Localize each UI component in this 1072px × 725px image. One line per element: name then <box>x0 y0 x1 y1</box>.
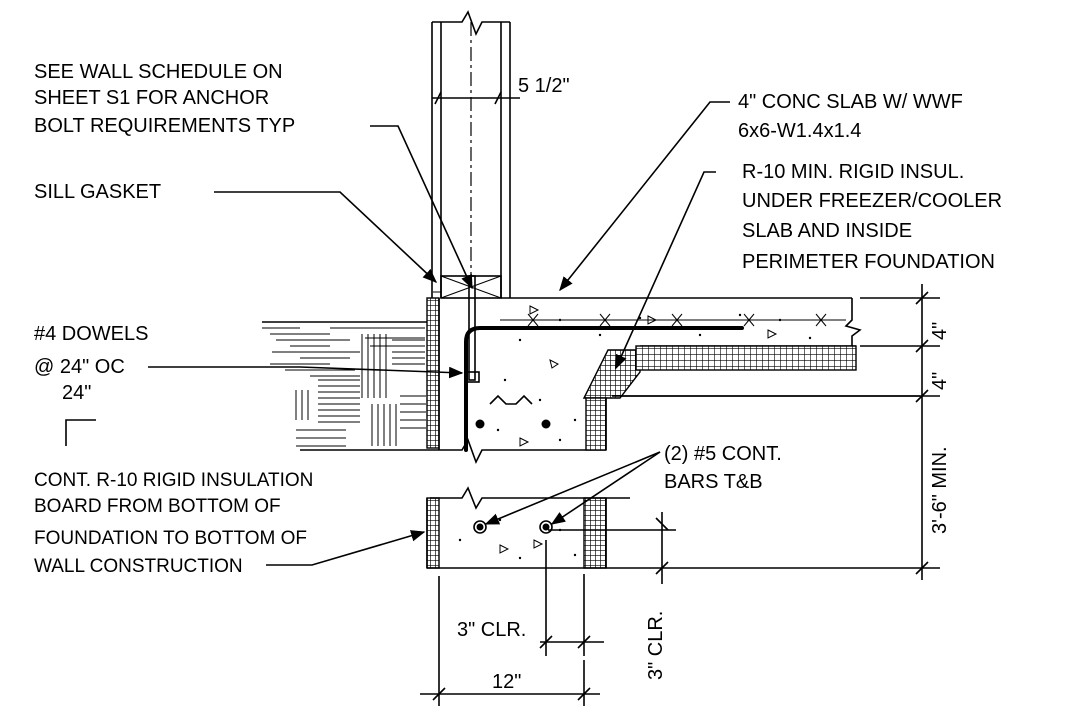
sloped-insulation <box>582 349 641 399</box>
callout-bars: (2) #5 CONT. BARS T&B <box>664 443 782 493</box>
dowel-length: 24" <box>62 382 91 404</box>
dim-wall-width: 5 1/2" <box>518 75 570 97</box>
callout-wall-schedule: SEE WALL SCHEDULE ON SHEET S1 FOR ANCHOR… <box>34 61 295 137</box>
leaders <box>65 101 730 566</box>
insulation-board-line-2: BOARD FROM BOTTOM OF <box>34 496 281 517</box>
dowels-line-1: #4 DOWELS <box>34 323 148 345</box>
callout-insulation-board: CONT. R-10 RIGID INSULATION BOARD FROM B… <box>34 470 313 577</box>
dim-footing-depth: 3'-6" MIN. <box>929 446 951 534</box>
callout-slab: 4" CONC SLAB W/ WWF 6x6-W1.4x1.4 <box>738 91 963 142</box>
dim-bottom-clear: 3" CLR. <box>645 611 667 680</box>
wall <box>431 10 511 299</box>
wall-schedule-line-2: SHEET S1 FOR ANCHOR <box>34 87 269 109</box>
welded-wire-fabric <box>500 313 846 327</box>
rigid-insul-line-2: UNDER FREEZER/COOLER <box>742 190 1002 212</box>
insulation-board-line-3: FOUNDATION TO BOTTOM OF <box>34 528 307 549</box>
callout-sill-gasket: SILL GASKET <box>34 181 161 203</box>
wall-schedule-line-1: SEE WALL SCHEDULE ON <box>34 61 283 83</box>
interior-insulation-footing <box>583 497 607 569</box>
dim-slab-thickness: 4" <box>929 322 951 340</box>
vertical-insulation-inner <box>585 397 607 451</box>
exterior-insulation-upper <box>426 297 440 449</box>
under-slab-insulation <box>635 345 857 371</box>
aggregate-triangles <box>499 305 778 554</box>
slab-line-1: 4" CONC SLAB W/ WWF <box>738 91 963 113</box>
rigid-insul-line-3: SLAB AND INSIDE <box>742 220 912 242</box>
dim-footing-width: 12" <box>492 671 521 693</box>
callout-dowels: #4 DOWELS @ 24" OC <box>34 323 148 378</box>
dowels-line-2: @ 24" OC <box>34 356 125 378</box>
exterior-insulation-lower <box>426 497 440 569</box>
dim-insul-thickness: 4" <box>929 372 951 390</box>
insulation-board-line-4: WALL CONSTRUCTION <box>34 556 243 577</box>
bars-line-1: (2) #5 CONT. <box>664 443 782 465</box>
rigid-insul-line-1: R-10 MIN. RIGID INSUL. <box>742 161 964 183</box>
wall-schedule-line-3: BOLT REQUIREMENTS TYP <box>34 115 295 137</box>
dim-side-clear: 3" CLR. <box>457 619 526 641</box>
soil-hatch <box>262 321 427 447</box>
bars-line-2: BARS T&B <box>664 471 763 493</box>
dimension-lines <box>420 91 940 706</box>
slab-line-2: 6x6-W1.4x1.4 <box>738 120 861 142</box>
continuous-bars <box>473 419 553 534</box>
callout-rigid-insul: R-10 MIN. RIGID INSUL. UNDER FREEZER/COO… <box>742 161 1002 273</box>
rigid-insul-line-4: PERIMETER FOUNDATION <box>742 251 995 273</box>
insulation-board-line-1: CONT. R-10 RIGID INSULATION <box>34 470 313 491</box>
